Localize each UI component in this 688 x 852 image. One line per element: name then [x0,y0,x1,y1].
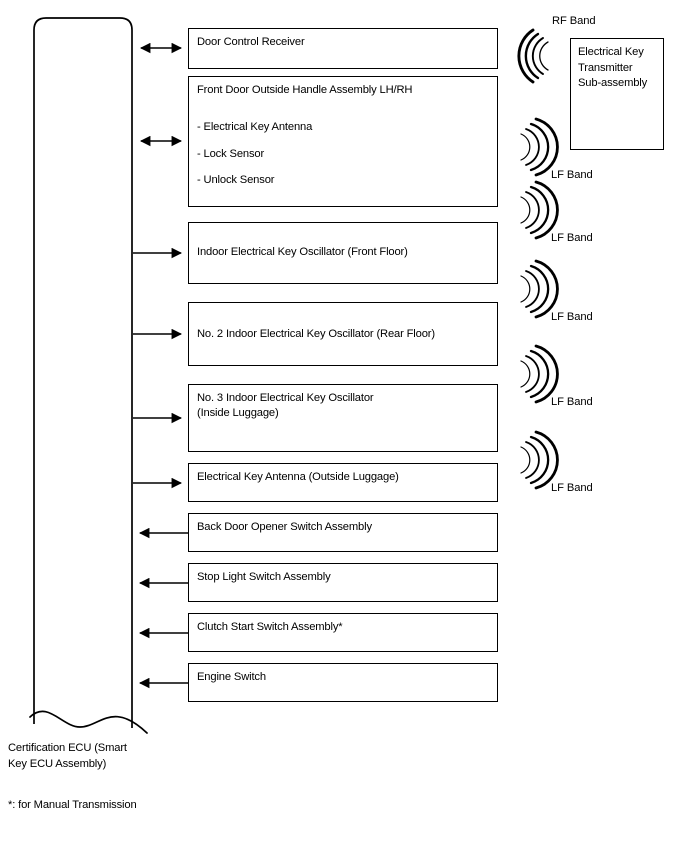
component-label: Door Control Receiver [197,36,305,48]
lf-wave-icon-2 [520,180,559,240]
component-sub-item: - Electrical Key Antenna [197,121,313,133]
certification-ecu-caption: Certification ECU (Smart Key ECU Assembl… [8,742,127,770]
footnote: *: for Manual Transmission [8,799,137,811]
band-label-lf-1: LF Band [551,169,593,181]
component-box-door-control-receiver[interactable]: Door Control Receiver [188,28,498,69]
lf-wave-icon-4 [520,344,559,404]
component-box-front-door-handle[interactable]: Front Door Outside Handle Assembly LH/RH… [188,76,498,207]
connector-arrows [133,42,188,689]
component-label: Front Door Outside Handle Assembly LH/RH [197,84,413,96]
component-box-clutch-start-switch[interactable]: Clutch Start Switch Assembly* [188,613,498,652]
component-box-indoor-oscillator-rear[interactable]: No. 2 Indoor Electrical Key Oscillator (… [188,302,498,366]
component-label: No. 3 Indoor Electrical Key Oscillator (… [197,392,374,419]
component-label: No. 2 Indoor Electrical Key Oscillator (… [197,328,435,340]
band-label-lf-5: LF Band [551,482,593,494]
lf-wave-icon-1 [520,117,559,177]
band-label-lf-2: LF Band [551,232,593,244]
component-label: Stop Light Switch Assembly [197,571,331,583]
component-box-engine-switch[interactable]: Engine Switch [188,663,498,702]
component-sub-item: - Unlock Sensor [197,174,275,186]
band-label-lf-4: LF Band [551,396,593,408]
band-label-rf: RF Band [552,15,596,27]
transmitter-label: Electrical Key Transmitter Sub-assembly [578,46,648,89]
component-box-indoor-oscillator-luggage[interactable]: No. 3 Indoor Electrical Key Oscillator (… [188,384,498,452]
component-label: Back Door Opener Switch Assembly [197,521,372,533]
lf-wave-icon-5 [520,430,559,490]
rf-wave-icon [517,28,549,84]
component-label: Indoor Electrical Key Oscillator (Front … [197,246,408,258]
component-label: Electrical Key Antenna (Outside Luggage) [197,471,399,483]
lf-wave-icon-3 [520,259,559,319]
component-sub-item: - Lock Sensor [197,148,265,160]
component-label: Engine Switch [197,671,266,683]
band-label-lf-3: LF Band [551,311,593,323]
component-box-indoor-oscillator-front[interactable]: Indoor Electrical Key Oscillator (Front … [188,222,498,284]
component-box-key-antenna-outside-luggage[interactable]: Electrical Key Antenna (Outside Luggage) [188,463,498,502]
component-box-back-door-opener-switch[interactable]: Back Door Opener Switch Assembly [188,513,498,552]
component-box-stop-light-switch[interactable]: Stop Light Switch Assembly [188,563,498,602]
transmitter-box[interactable]: Electrical Key Transmitter Sub-assembly [570,38,664,150]
certification-ecu-shape [29,17,148,734]
component-label: Clutch Start Switch Assembly* [197,621,343,633]
